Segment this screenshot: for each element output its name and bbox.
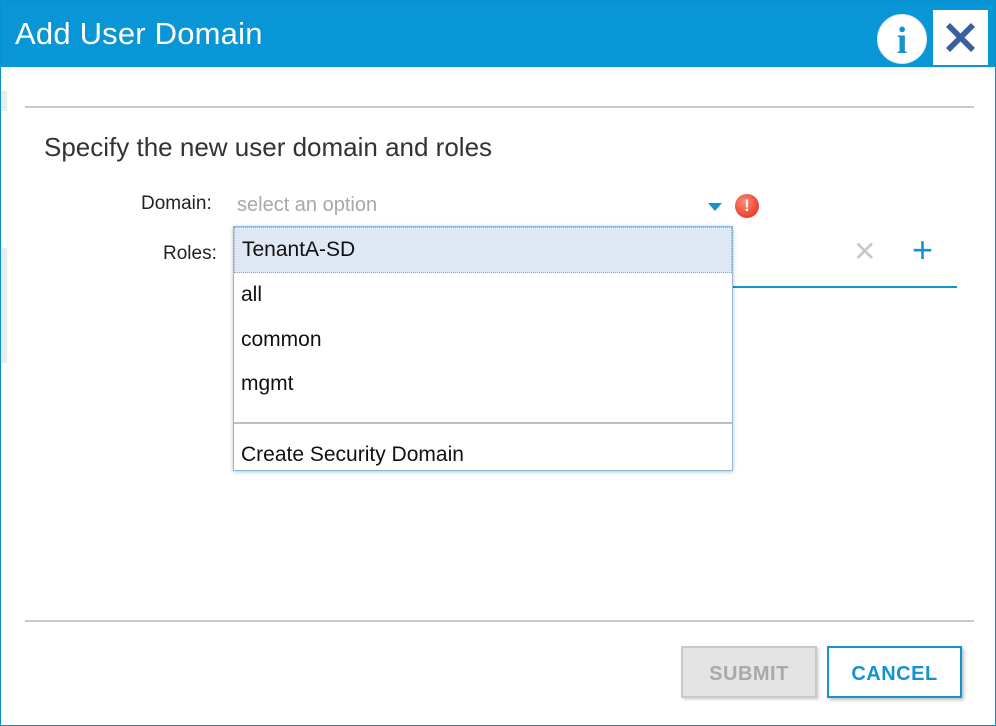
info-button[interactable]: i (877, 14, 927, 64)
add-role-icon[interactable]: + (912, 229, 934, 270)
domain-select[interactable]: select an option (237, 194, 378, 216)
top-divider (25, 106, 974, 108)
submit-button[interactable]: SUBMIT (681, 646, 817, 698)
info-icon: i (896, 20, 908, 62)
dialog-titlebar: Add User Domain i (1, 1, 995, 67)
chevron-down-icon[interactable] (708, 203, 722, 211)
background-strip (1, 248, 7, 363)
background-strip (1, 91, 7, 111)
close-button[interactable] (933, 10, 988, 65)
cancel-button[interactable]: CANCEL (827, 646, 962, 698)
dropdown-divider (234, 422, 732, 424)
roles-field-underline (731, 286, 957, 288)
domain-dropdown-list: TenantA-SD all common mgmt Create Securi… (233, 226, 733, 471)
dialog-heading: Specify the new user domain and roles (44, 132, 493, 162)
close-icon (946, 23, 975, 52)
domain-label: Domain: (141, 193, 212, 214)
roles-label: Roles: (163, 243, 217, 264)
create-security-domain-option[interactable]: Create Security Domain (241, 443, 464, 466)
dropdown-option-all[interactable]: all (241, 283, 263, 306)
dropdown-option-common[interactable]: common (241, 328, 322, 351)
bottom-divider (25, 620, 974, 622)
dropdown-option-mgmt[interactable]: mgmt (241, 372, 294, 395)
dialog-title: Add User Domain (15, 16, 263, 51)
error-icon: ! (735, 194, 759, 218)
dropdown-option-tenanta-sd[interactable]: TenantA-SD (234, 227, 732, 273)
remove-role-icon[interactable]: ✕ (853, 236, 877, 267)
